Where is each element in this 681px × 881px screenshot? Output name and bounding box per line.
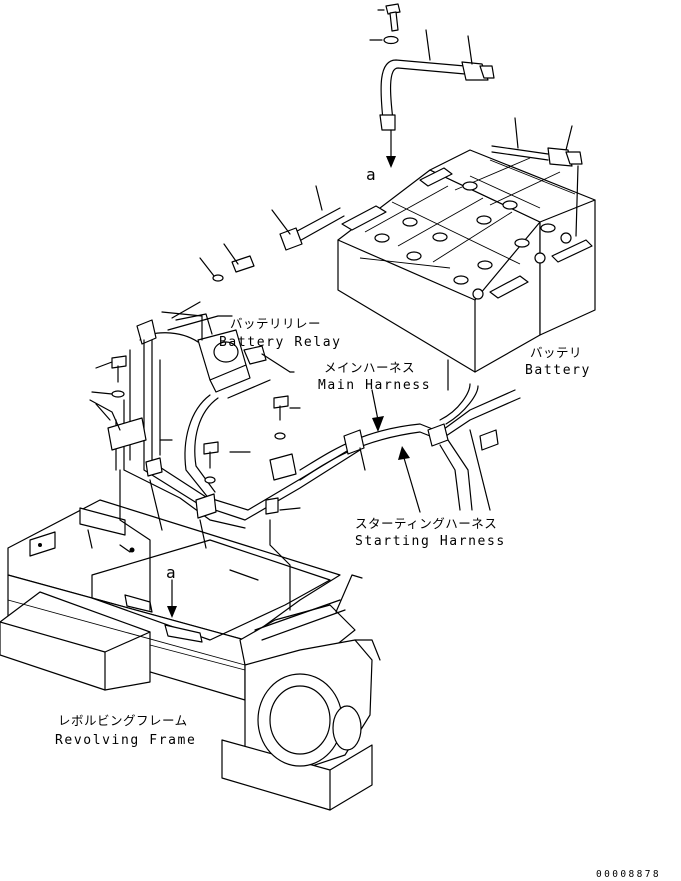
battery-cable-lower xyxy=(491,117,583,237)
battery-relay-label-jp: バッテリリレー xyxy=(230,316,321,331)
main-harness-label-jp: メインハーネス xyxy=(324,360,415,375)
battery-label-jp: バッテリ xyxy=(530,345,582,360)
revolving-frame-label-jp: レボルビングフレーム xyxy=(58,713,188,728)
reference-mark-top: a xyxy=(366,165,376,184)
battery-relay-label-en: Battery Relay xyxy=(219,335,342,350)
main-harness-label-en: Main Harness xyxy=(318,378,431,393)
battery-cable-upper xyxy=(369,3,495,168)
reference-mark-bottom: a xyxy=(166,563,176,582)
harness-drawing xyxy=(89,301,521,618)
battery-label-en: Battery xyxy=(525,363,591,378)
starting-harness-label-jp: スターティングハーネス xyxy=(355,516,497,531)
battery-caps xyxy=(374,181,556,285)
revolving-frame-label-en: Revolving Frame xyxy=(55,733,196,748)
starting-harness-label-en: Starting Harness xyxy=(355,534,506,549)
revolving-frame-drawing xyxy=(0,499,381,811)
battery-relay-drawing xyxy=(136,311,291,393)
battery-drawing xyxy=(337,149,596,373)
ground-cable xyxy=(199,185,345,282)
document-number: 00008878 xyxy=(596,869,661,880)
